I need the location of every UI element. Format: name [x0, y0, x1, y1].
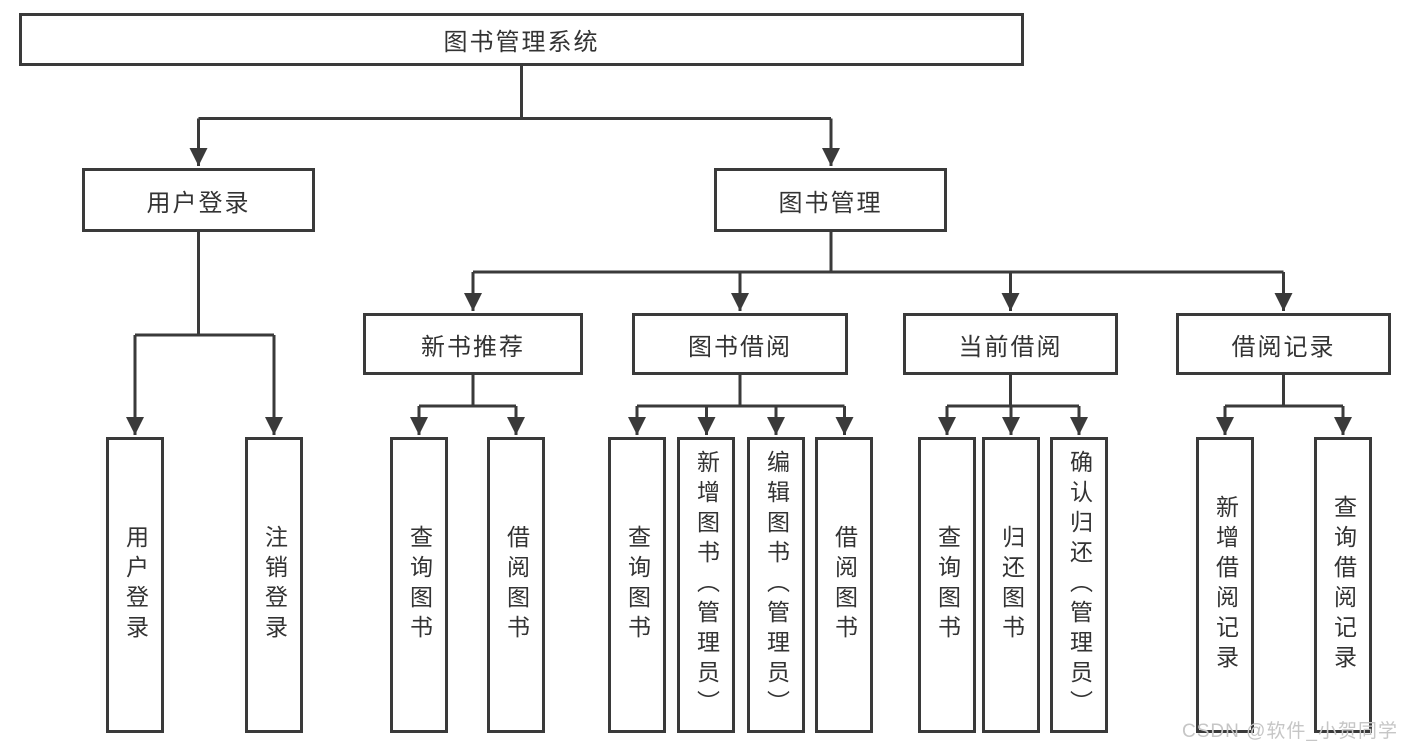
- node-label: 注销登录: [261, 525, 288, 645]
- leaf-confirm-return-admin: 确认归还（管理员）: [1050, 437, 1108, 733]
- leaf-recommend-query-books: 查询图书: [390, 437, 448, 733]
- node-new-book-recommend: 新书推荐: [363, 313, 583, 375]
- node-label: 查询图书: [934, 525, 961, 645]
- node-user-login: 用户登录: [82, 168, 315, 232]
- leaf-edit-books-admin: 编辑图书（管理员）: [747, 437, 805, 733]
- node-label: 当前借阅: [958, 333, 1063, 361]
- node-label: 归还图书: [998, 525, 1025, 645]
- node-label: 借阅图书: [831, 525, 858, 645]
- node-book-management: 图书管理: [714, 168, 947, 232]
- node-label: 用户登录: [146, 189, 251, 217]
- leaf-current-query-books: 查询图书: [918, 437, 976, 733]
- node-label: 借阅图书: [503, 525, 530, 645]
- node-book-borrowing: 图书借阅: [632, 313, 848, 375]
- node-library-management-system: 图书管理系统: [19, 13, 1024, 66]
- node-label: 查询借阅记录: [1330, 495, 1357, 675]
- leaf-logout: 注销登录: [245, 437, 303, 733]
- node-label: 图书管理系统: [443, 29, 600, 56]
- node-label: 借阅记录: [1231, 333, 1336, 361]
- leaf-return-books: 归还图书: [982, 437, 1040, 733]
- csdn-watermark: CSDN @软件_小贺同学: [1182, 721, 1398, 742]
- leaf-borrowing-borrow-books: 借阅图书: [815, 437, 873, 733]
- node-borrowing-records: 借阅记录: [1176, 313, 1391, 375]
- node-label: 确认归还（管理员）: [1066, 450, 1093, 720]
- node-label: 新书推荐: [421, 333, 525, 361]
- node-label: 新增借阅记录: [1212, 495, 1239, 675]
- leaf-recommend-borrow-books: 借阅图书: [487, 437, 545, 733]
- node-label: 编辑图书（管理员）: [763, 450, 790, 720]
- node-label: 图书管理: [778, 189, 883, 217]
- node-current-borrowing: 当前借阅: [903, 313, 1118, 375]
- leaf-add-borrow-record: 新增借阅记录: [1196, 437, 1254, 733]
- leaf-query-borrow-record: 查询借阅记录: [1314, 437, 1372, 733]
- leaf-add-books-admin: 新增图书（管理员）: [677, 437, 735, 733]
- leaf-borrowing-query-books: 查询图书: [608, 437, 666, 733]
- node-label: 图书借阅: [688, 333, 792, 361]
- leaf-user-login: 用户登录: [106, 437, 164, 733]
- node-label: 新增图书（管理员）: [693, 450, 720, 720]
- node-label: 查询图书: [624, 525, 651, 645]
- node-label: 用户登录: [122, 525, 149, 645]
- node-label: 查询图书: [406, 525, 433, 645]
